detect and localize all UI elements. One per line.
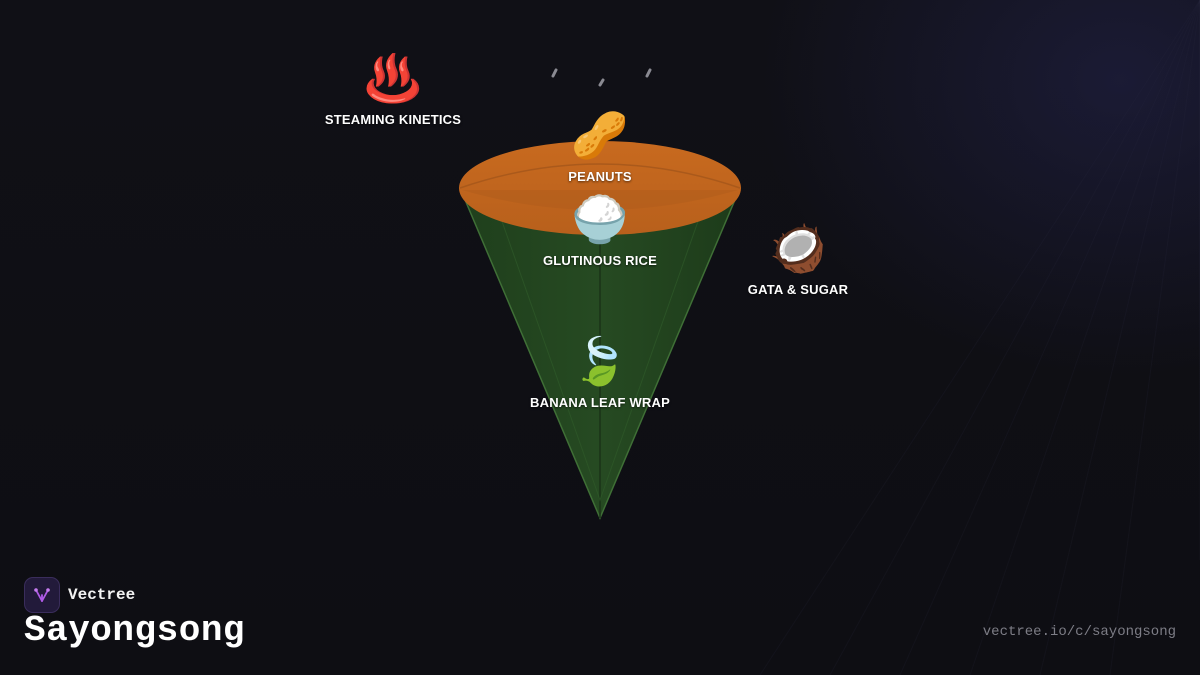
node-steaming-kinetics: ♨️ STEAMING KINETICS [325, 52, 461, 127]
filling-fold [459, 163, 741, 189]
hot-springs-icon: ♨️ [364, 52, 422, 104]
node-label: GATA & SUGAR [747, 282, 849, 297]
brand-name: Vectree [68, 586, 136, 604]
leaf-icon: 🍃 [571, 335, 629, 387]
filling-fold-lower [462, 190, 738, 210]
cone-inner-fold [497, 209, 703, 502]
node-label: GLUTINOUS RICE [542, 253, 658, 268]
rice-bowl-icon: 🍚 [571, 193, 629, 245]
steam-strokes [551, 68, 652, 87]
node-banana-leaf-wrap: 🍃 BANANA LEAF WRAP [530, 335, 670, 410]
node-glutinous-rice: 🍚 GLUTINOUS RICE [543, 193, 657, 268]
node-peanuts: 🥜 PEANUTS [568, 109, 632, 184]
node-label: BANANA LEAF WRAP [530, 395, 670, 410]
page-url[interactable]: vectree.io/c/sayongsong [982, 624, 1176, 640]
node-gata-sugar: 🥥 GATA & SUGAR [748, 222, 848, 297]
node-label: PEANUTS [568, 169, 632, 184]
brand: Vectree [24, 577, 135, 613]
page-title: Sayongsong [24, 610, 246, 651]
node-label: STEAMING KINETICS [324, 112, 462, 127]
vectree-logo-icon [24, 577, 60, 613]
peanut-icon: 🥜 [571, 109, 629, 161]
cone-top-filling [459, 141, 741, 235]
coconut-icon: 🥥 [769, 222, 827, 274]
